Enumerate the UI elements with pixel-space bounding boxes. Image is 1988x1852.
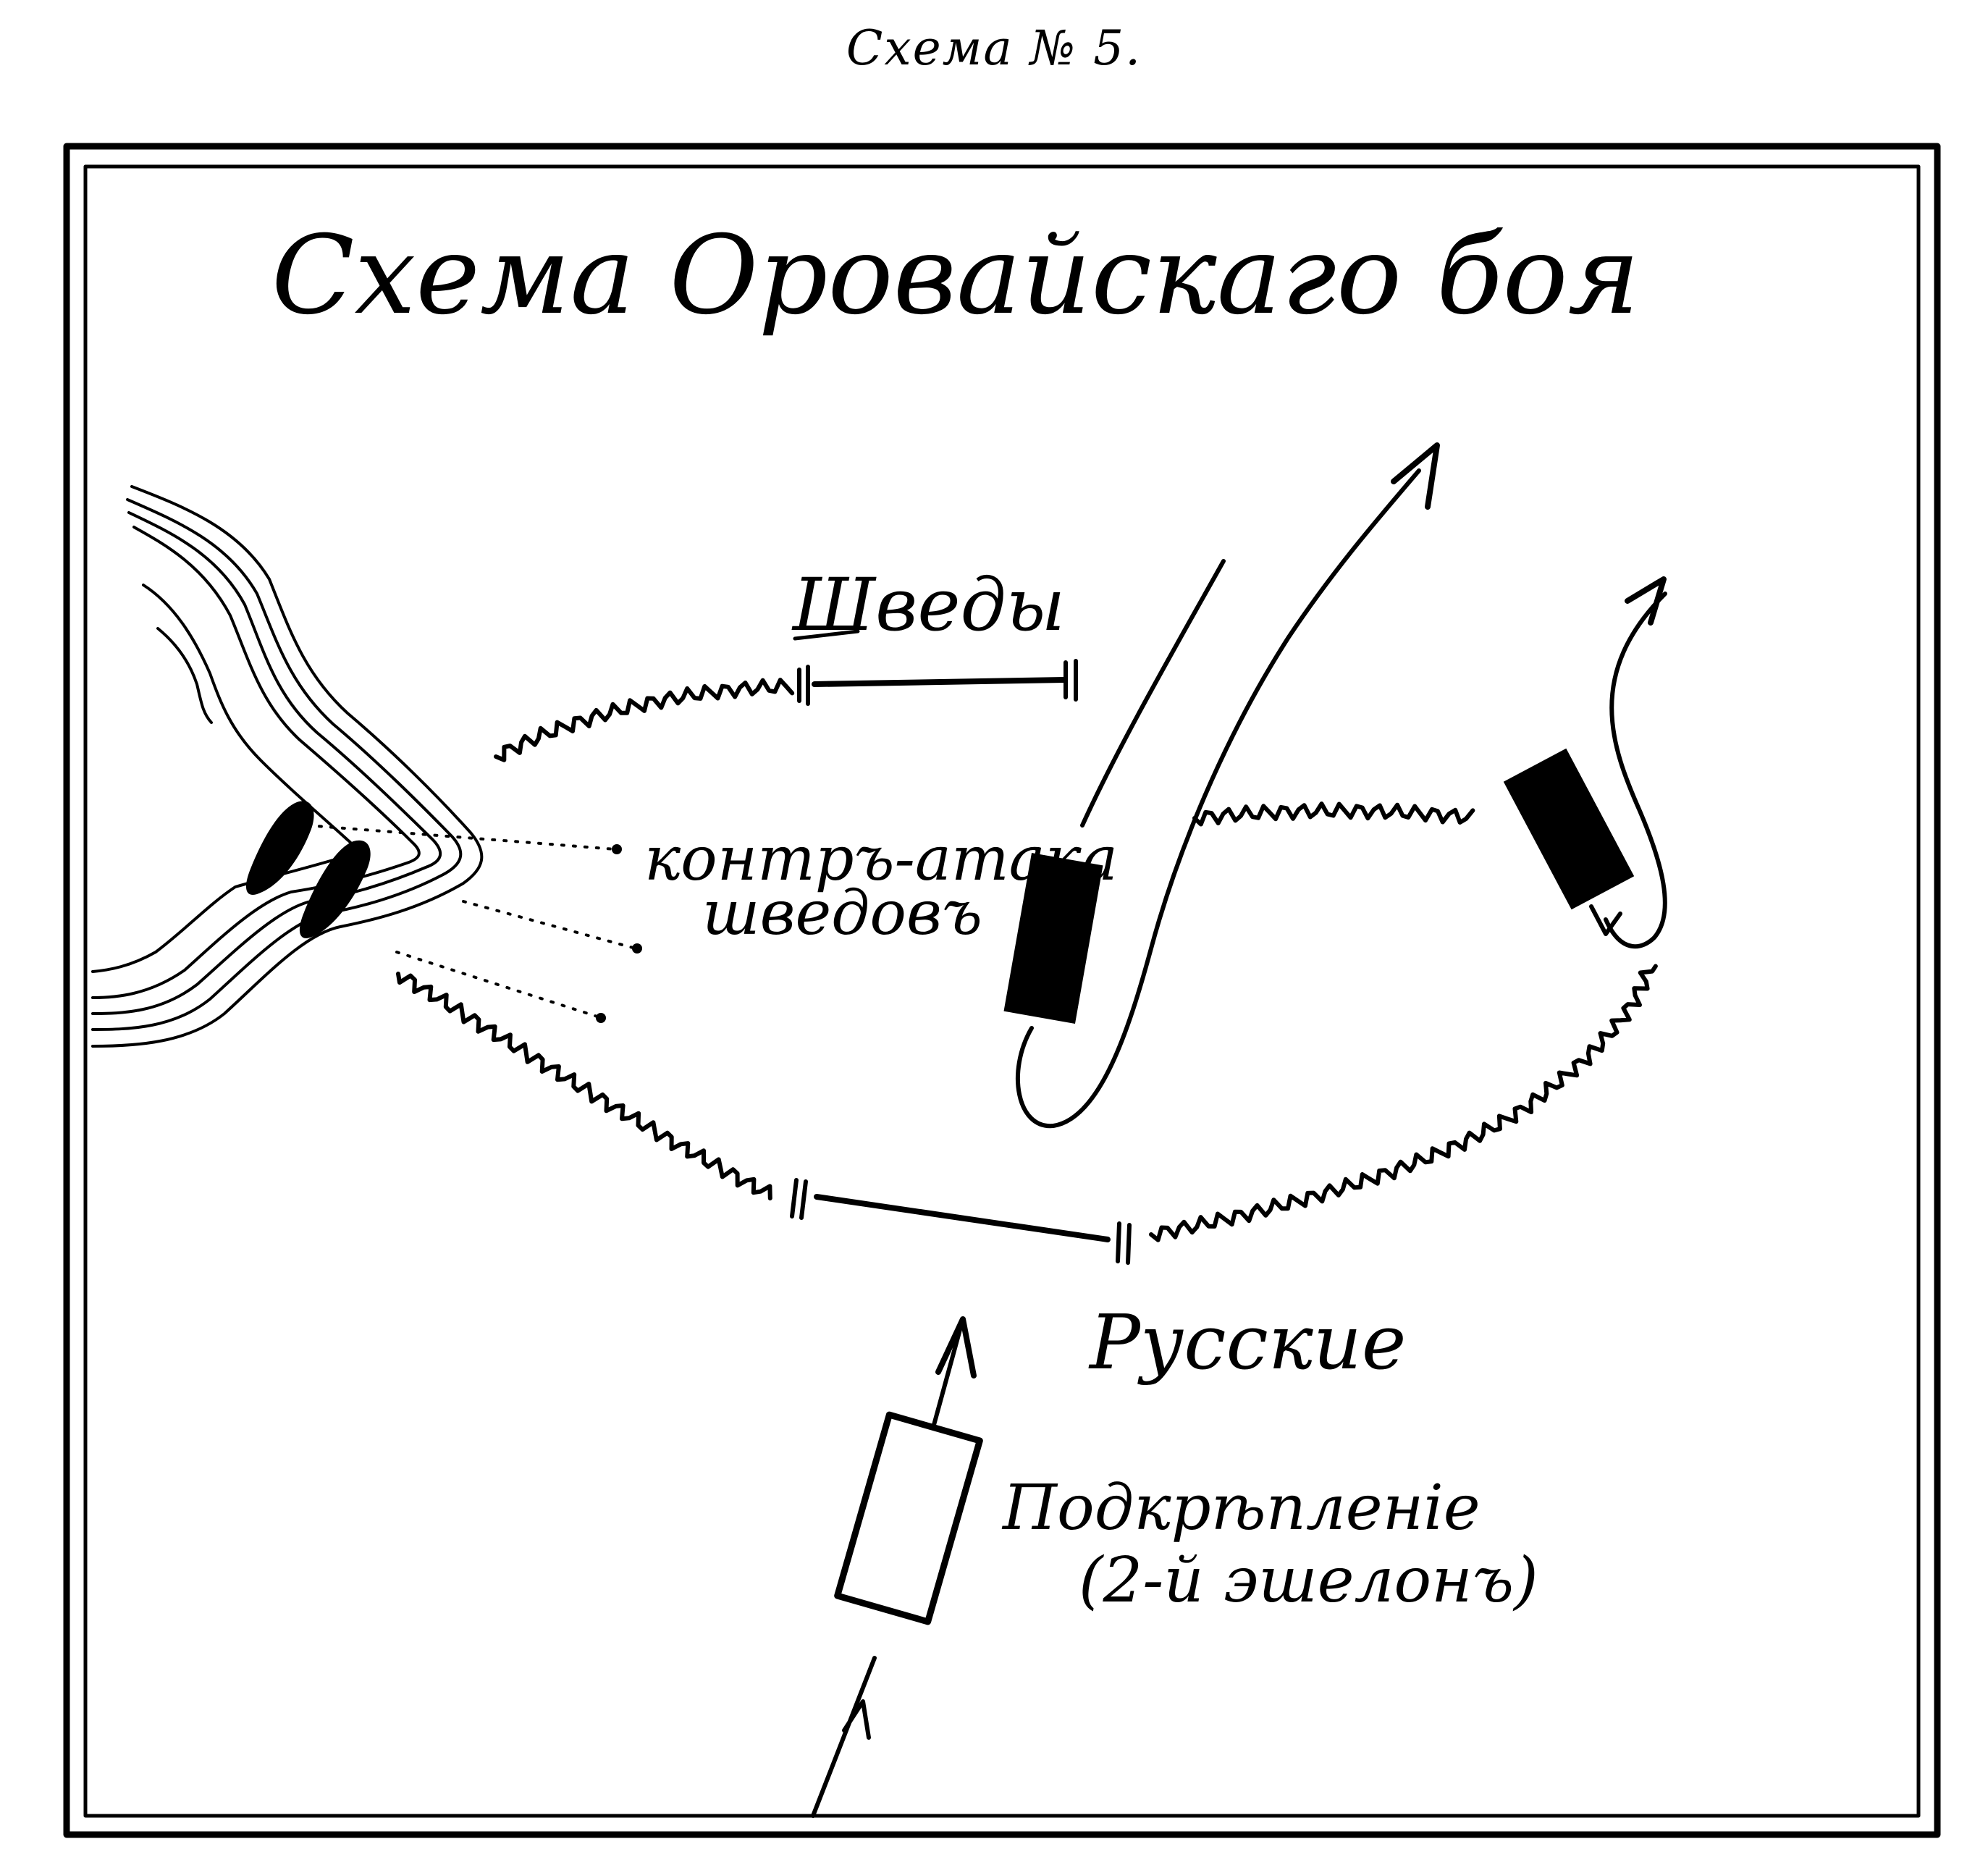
route-right-arrowhead <box>1625 576 1667 626</box>
swedish-line-wavy-left <box>494 678 795 762</box>
counterattack-dotted-lines <box>306 824 637 1019</box>
russian-line-wavy-right <box>1149 964 1658 1242</box>
dotted-line <box>306 824 617 851</box>
dot <box>632 943 642 954</box>
reinforcement-rect <box>834 1411 983 1625</box>
figure-caption: Схема № 5. <box>846 20 1142 76</box>
swedish-line-wavy-right <box>1192 801 1475 827</box>
dot <box>596 1013 606 1023</box>
label-counterattack-line2: шведовъ <box>702 877 982 948</box>
label-reserve-line2: (2-й эшелонъ) <box>1079 1544 1538 1617</box>
diagram-title: Схема Оровайскаго боя <box>271 213 1640 339</box>
russian-line-ticks <box>790 1178 1132 1265</box>
swedish-unit-blob <box>245 801 314 895</box>
tick <box>790 1178 799 1218</box>
label-swedes-underline <box>793 629 860 641</box>
contour-line <box>91 511 442 1015</box>
dotted-line <box>462 900 637 950</box>
label-russians: Русские <box>1088 1298 1406 1386</box>
dotted-line-endpoints <box>596 844 642 1023</box>
dot <box>612 844 622 854</box>
dotted-line <box>395 951 601 1019</box>
outer-frame <box>63 143 1941 1838</box>
contour-line <box>156 627 213 724</box>
russian-line-wavy-left <box>396 972 772 1201</box>
tick <box>1116 1221 1121 1263</box>
route-left-loop <box>1016 468 1421 1129</box>
inner-frame <box>83 164 1921 1818</box>
route-right-return-arrow <box>1589 904 1622 936</box>
swedish-line-ticks <box>797 659 1078 706</box>
reinforcement-arrowhead <box>935 1316 977 1379</box>
reinforcement-mid-arrow <box>842 1699 871 1740</box>
tick <box>799 1179 808 1220</box>
label-reserve-line1: Подкрѣпленiе <box>1001 1472 1481 1544</box>
russian-line-solid <box>814 1194 1111 1242</box>
contour-line <box>91 526 421 999</box>
russian-unit-left <box>1003 853 1103 1024</box>
swedish-line-solid <box>812 677 1067 687</box>
contour-line <box>91 485 484 1048</box>
tick <box>1126 1223 1132 1265</box>
swedish-unit-blob <box>299 840 371 938</box>
contour-line <box>91 498 463 1031</box>
route-right-curve <box>1604 592 1667 949</box>
reinforcement-route <box>811 1656 877 1818</box>
label-counterattack-line1: контръ-атака <box>644 823 1118 894</box>
reinforcement-forward-line <box>932 1317 965 1427</box>
terrain-contours <box>91 485 484 1048</box>
russian-unit-right <box>1503 748 1635 910</box>
route-left-arrowhead <box>1391 442 1440 510</box>
reinforcement-box <box>834 1411 983 1625</box>
route-left-inner <box>1080 559 1226 828</box>
